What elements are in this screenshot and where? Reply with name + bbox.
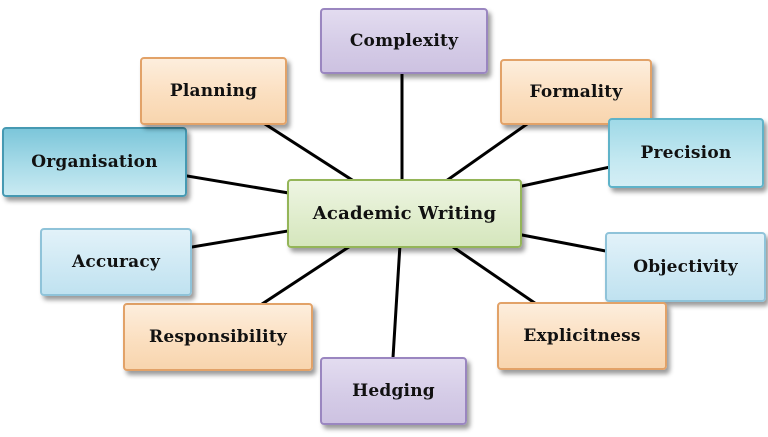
center-node-label: Academic Writing bbox=[312, 203, 497, 224]
center-node-academic-writing: Academic Writing bbox=[287, 179, 522, 248]
node-complexity: Complexity bbox=[320, 8, 488, 74]
node-label: Hedging bbox=[352, 381, 435, 401]
node-explicitness: Explicitness bbox=[497, 302, 667, 370]
node-hedging: Hedging bbox=[320, 357, 467, 425]
node-organisation: Organisation bbox=[2, 127, 187, 197]
node-label: Planning bbox=[169, 81, 258, 101]
node-objectivity: Objectivity bbox=[605, 232, 766, 302]
node-label: Explicitness bbox=[523, 326, 641, 346]
node-label: Formality bbox=[529, 82, 623, 102]
node-precision: Precision bbox=[608, 118, 764, 188]
node-label: Responsibility bbox=[149, 327, 287, 347]
node-label: Precision bbox=[640, 143, 732, 163]
node-label: Accuracy bbox=[71, 252, 161, 272]
node-formality: Formality bbox=[500, 59, 652, 125]
node-label: Complexity bbox=[349, 31, 459, 51]
node-label: Objectivity bbox=[633, 257, 738, 277]
node-accuracy: Accuracy bbox=[40, 228, 192, 296]
node-planning: Planning bbox=[140, 57, 287, 125]
node-label: Organisation bbox=[31, 152, 158, 172]
node-responsibility: Responsibility bbox=[123, 303, 313, 371]
